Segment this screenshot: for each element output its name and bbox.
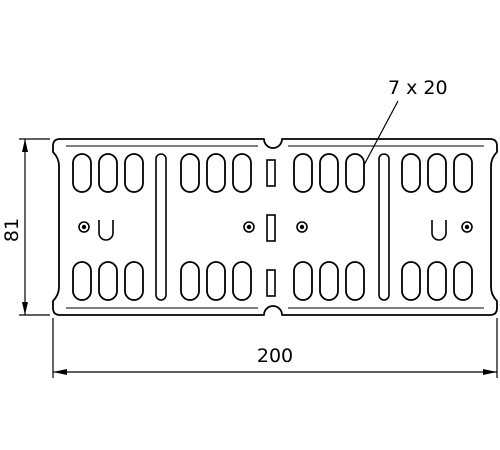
oval-slot: [453, 153, 473, 193]
d-tab-left: [98, 220, 114, 241]
height-dimension: [19, 138, 50, 316]
plate-outline: [52, 138, 498, 316]
rivet-hole: [461, 221, 473, 233]
long-slot: [378, 153, 390, 301]
rivet-hole-centre: [464, 224, 470, 230]
oval-slot: [232, 153, 252, 193]
rivet-hole-centre: [299, 224, 305, 230]
width-arrow-right: [483, 369, 497, 375]
oval-slot: [124, 261, 144, 301]
centre-slot-bottom: [266, 269, 276, 297]
oval-slot: [206, 261, 226, 301]
oval-slot: [232, 261, 252, 301]
oval-slot: [72, 153, 92, 193]
oval-slot: [293, 153, 313, 193]
oval-slot: [293, 261, 313, 301]
oval-slot: [345, 153, 365, 193]
oval-slot: [453, 261, 473, 301]
height-arrow-top: [22, 139, 28, 152]
width-dimension-label: 200: [257, 345, 293, 367]
oval-slot: [319, 153, 339, 193]
oval-slot: [427, 261, 447, 301]
rivet-hole: [243, 221, 255, 233]
slot-callout-label: 7 x 20: [388, 77, 448, 99]
d-tabs: [98, 220, 447, 241]
oval-slot: [401, 153, 421, 193]
oval-slot: [401, 261, 421, 301]
rivet-hole: [296, 221, 308, 233]
oval-slot: [345, 261, 365, 301]
height-dimension-label: 81: [1, 218, 23, 242]
height-arrow-bottom: [22, 302, 28, 315]
long-slots: [155, 153, 390, 301]
rivet-hole: [78, 221, 90, 233]
oval-slot: [180, 153, 200, 193]
centre-slot-middle: [266, 214, 276, 242]
rivet-hole-centre: [246, 224, 252, 230]
width-dimension: [52, 318, 498, 378]
d-tab-right: [431, 220, 447, 241]
oval-slot: [206, 153, 226, 193]
long-slot: [155, 153, 167, 301]
oval-slot: [180, 261, 200, 301]
oval-slot: [98, 261, 118, 301]
callout-leader: [363, 100, 399, 166]
oval-slot: [72, 261, 92, 301]
oval-slot: [427, 153, 447, 193]
slot-group: [72, 153, 473, 301]
centre-slots: [266, 159, 276, 297]
oval-slot: [319, 261, 339, 301]
centre-slot-top: [266, 159, 276, 187]
rivet-hole-centre: [81, 224, 87, 230]
oval-slot: [124, 153, 144, 193]
hole-group: [78, 221, 473, 233]
width-arrow-left: [53, 369, 67, 375]
oval-slot: [98, 153, 118, 193]
plate-edge-lines: [66, 145, 484, 309]
